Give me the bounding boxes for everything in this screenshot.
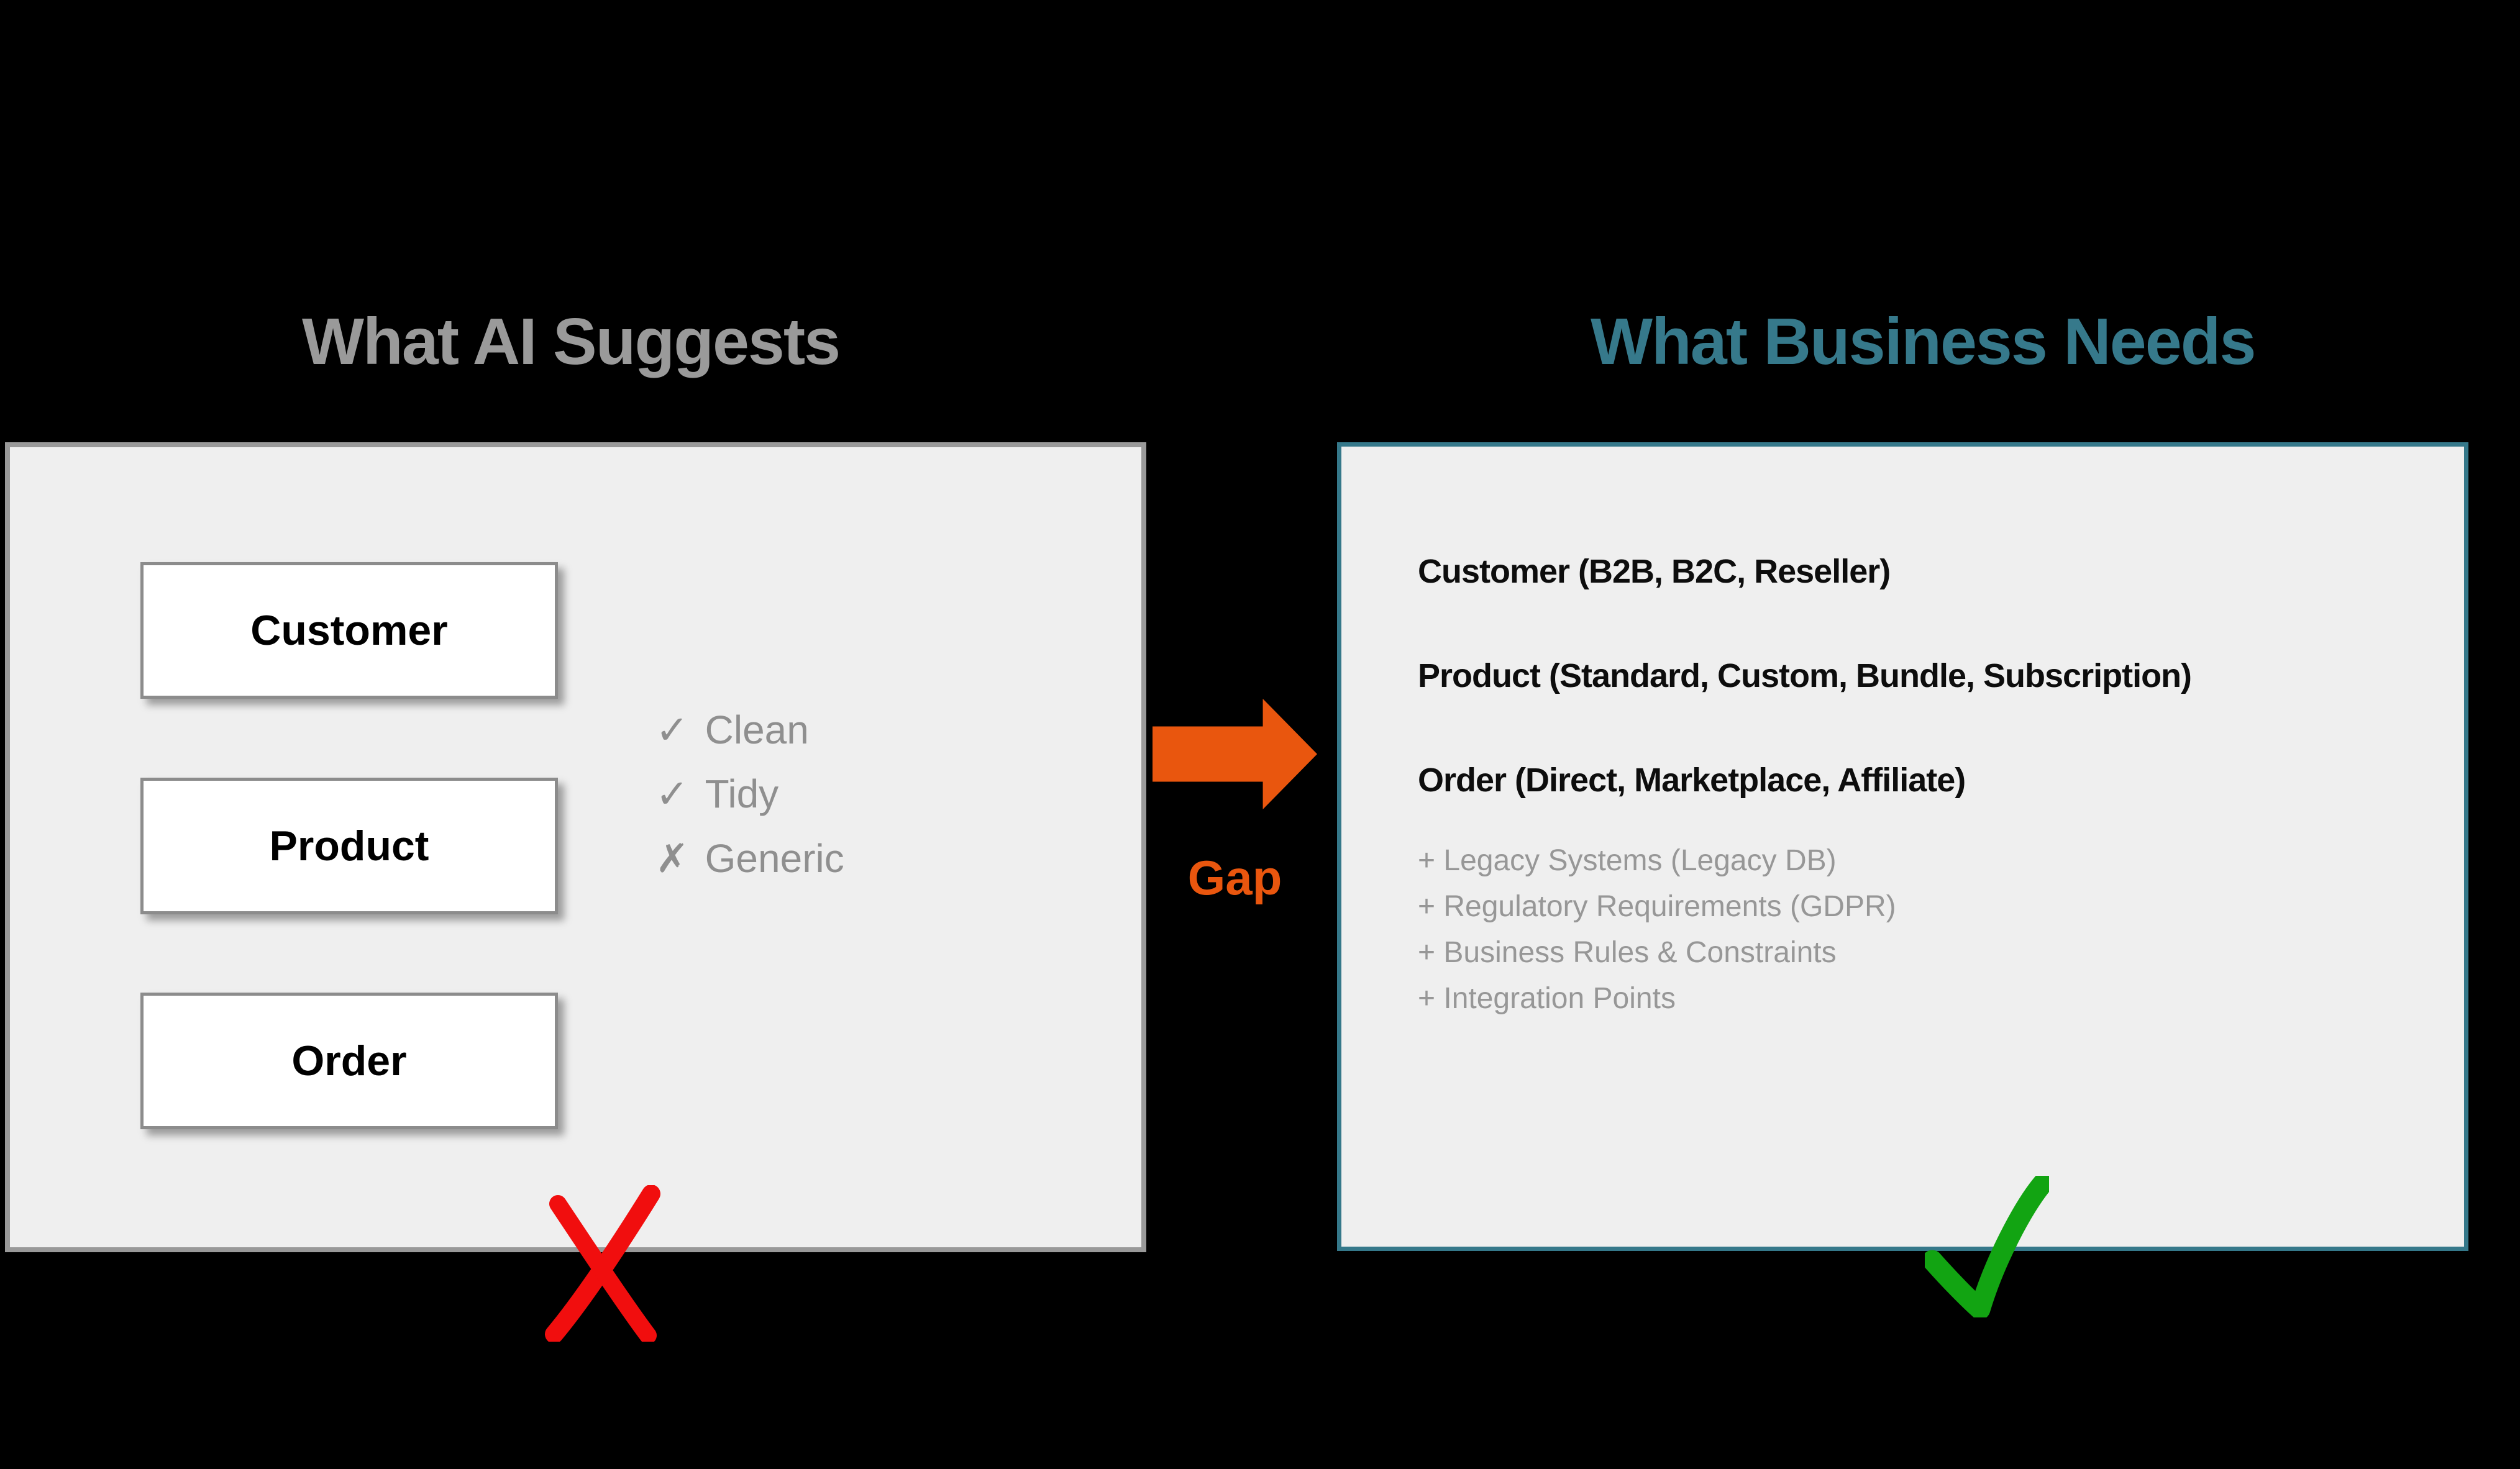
- check-icon: ✓: [655, 707, 689, 752]
- checklist-label: Generic: [705, 836, 844, 881]
- business-entity-product: Product (Standard, Custom, Bundle, Subsc…: [1418, 657, 2192, 694]
- check-icon: ✓: [655, 771, 689, 816]
- x-icon: ✗: [655, 836, 689, 881]
- entity-box-customer: Customer: [140, 562, 558, 699]
- entity-box-label: Customer: [250, 607, 448, 654]
- left-column-title: What AI Suggests: [302, 305, 841, 378]
- entity-box-product: Product: [140, 778, 558, 914]
- addition-integration-points: + Integration Points: [1418, 982, 1676, 1015]
- red-x-mark-icon: [536, 1185, 667, 1342]
- addition-business-rules: + Business Rules & Constraints: [1418, 936, 1837, 969]
- checklist-item-tidy: ✓ Tidy: [655, 768, 778, 820]
- entity-box-label: Product: [269, 822, 429, 870]
- gap-label: Gap: [1187, 850, 1282, 905]
- right-column-title: What Business Needs: [1591, 305, 2256, 378]
- entity-box-label: Order: [291, 1037, 407, 1085]
- business-entity-order: Order (Direct, Marketplace, Affiliate): [1418, 762, 1966, 799]
- checklist-item-clean: ✓ Clean: [655, 704, 809, 756]
- business-entity-customer: Customer (B2B, B2C, Reseller): [1418, 553, 1891, 590]
- right-arrow-icon: [1153, 699, 1317, 809]
- addition-regulatory: + Regulatory Requirements (GDPR): [1418, 890, 1896, 923]
- entity-box-order: Order: [140, 993, 558, 1129]
- checklist-label: Clean: [705, 707, 809, 752]
- green-check-mark-icon: [1925, 1176, 2049, 1317]
- business-needs-panel: Customer (B2B, B2C, Reseller) Product (S…: [1337, 442, 2468, 1251]
- ai-suggestion-panel: Customer Product Order ✓ Clean ✓ Tidy ✗ Gen…: [5, 442, 1146, 1252]
- checklist-item-generic: ✗ Generic: [655, 833, 844, 885]
- addition-legacy-systems: + Legacy Systems (Legacy DB): [1418, 844, 1837, 877]
- checklist-label: Tidy: [705, 771, 779, 816]
